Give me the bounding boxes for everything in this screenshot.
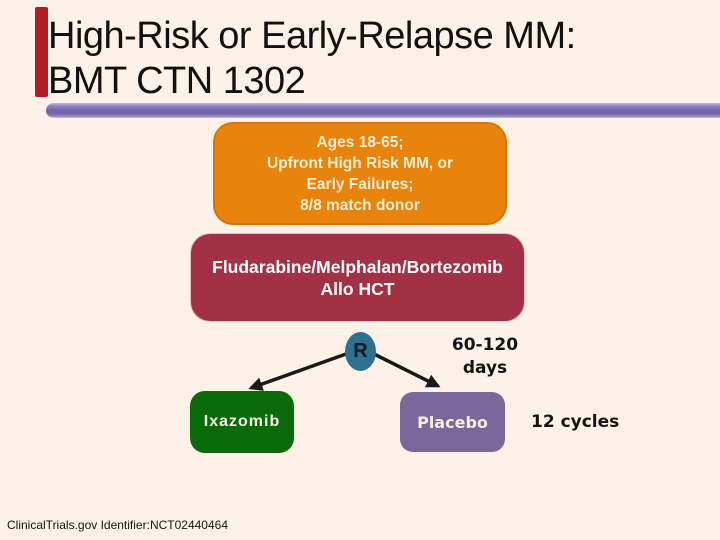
- conditioning-box: Fludarabine/Melphalan/Bortezomib Allo HC…: [190, 233, 525, 322]
- eligibility-line4: 8/8 match donor: [300, 196, 420, 214]
- slide-title: High-Risk or Early-Relapse MM: BMT CTN 1…: [48, 14, 576, 104]
- arm-ixazomib-box: Ixazomib: [190, 391, 294, 453]
- eligibility-line2: Upfront High Risk MM, or: [267, 154, 453, 172]
- arm-placebo-box: Placebo: [400, 392, 505, 452]
- timing-label: 60-120 days: [425, 334, 545, 380]
- timing-line2: days: [462, 358, 508, 378]
- conditioning-line2: Allo HCT: [320, 278, 395, 299]
- randomization-ellipse: R: [345, 332, 376, 371]
- title-accent-bar: [35, 7, 48, 97]
- slide-title-line2: BMT CTN 1302: [48, 60, 306, 102]
- randomization-label: R: [353, 340, 368, 362]
- clinicaltrials-identifier: ClinicalTrials.gov Identifier:NCT0244046…: [7, 518, 228, 532]
- eligibility-line3: Early Failures;: [306, 175, 414, 193]
- title-divider-line: [46, 103, 720, 118]
- slide-title-line1: High-Risk or Early-Relapse MM:: [48, 15, 576, 57]
- arm-placebo-label: Placebo: [417, 412, 488, 432]
- arm-ixazomib-label: Ixazomib: [203, 413, 281, 430]
- cycles-label: 12 cycles: [531, 412, 620, 432]
- timing-line1: 60-120: [451, 335, 519, 355]
- eligibility-line1: Ages 18-65;: [316, 133, 404, 151]
- conditioning-line1: Fludarabine/Melphalan/Bortezomib: [212, 256, 503, 277]
- arrow-to-ixazomib: [248, 352, 347, 391]
- eligibility-box: Ages 18-65; Upfront High Risk MM, or Ear…: [213, 122, 507, 225]
